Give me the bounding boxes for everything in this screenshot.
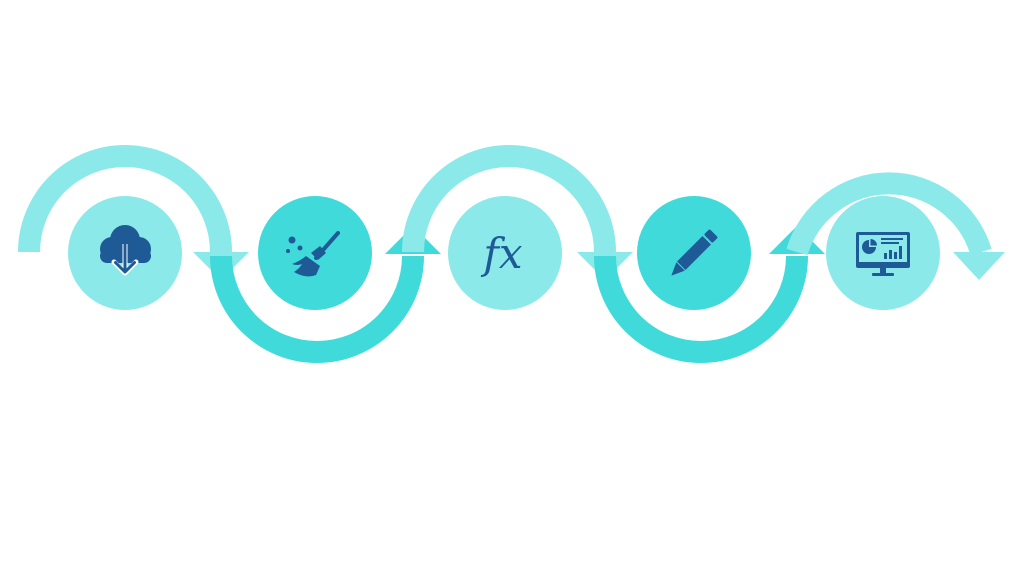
step-3: fx xyxy=(448,196,562,310)
step-1 xyxy=(68,196,182,310)
function-icon: fx xyxy=(480,229,523,278)
pencil-icon xyxy=(671,229,718,276)
dashboard-monitor-icon xyxy=(856,232,910,276)
step-2 xyxy=(258,196,372,310)
step-3-circle xyxy=(448,196,562,310)
arc-over-step-5 xyxy=(786,172,1005,280)
connector-arcs xyxy=(18,145,1005,363)
step-5 xyxy=(826,196,940,310)
broom-icon xyxy=(286,231,340,277)
cloud-download-icon xyxy=(100,225,151,276)
step-4 xyxy=(637,196,751,310)
